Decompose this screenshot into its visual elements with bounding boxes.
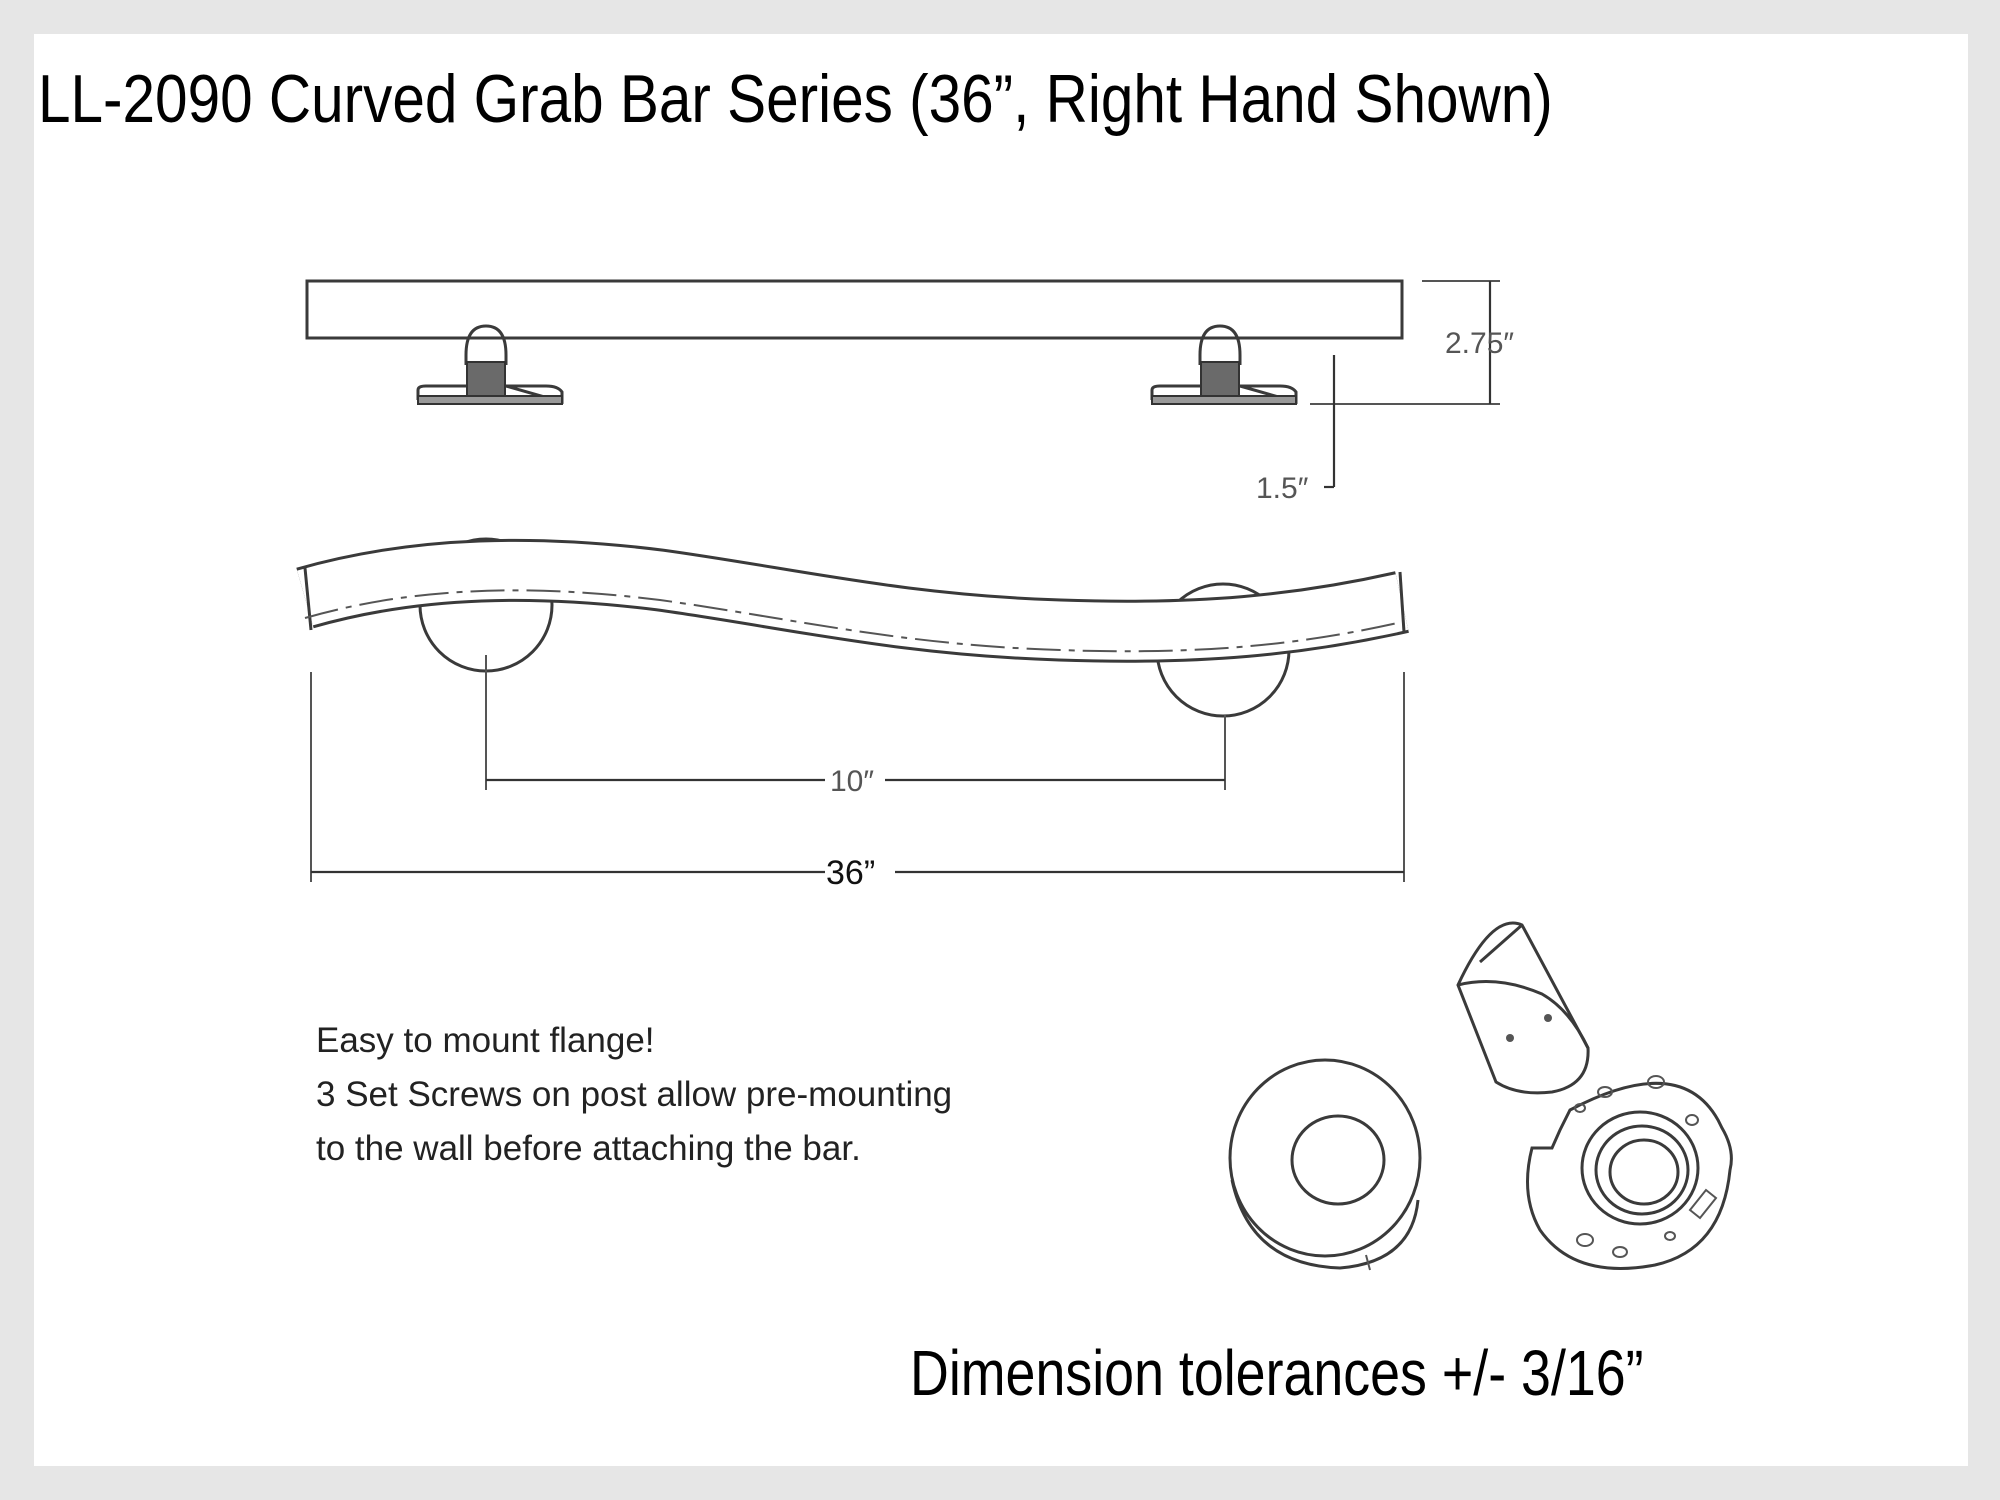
mounting-flange xyxy=(1526,1075,1733,1270)
front-view: 10″ 36” xyxy=(296,537,1409,892)
overall-length-dimension: 36” xyxy=(310,672,1405,892)
post-spacing-label: 10″ xyxy=(830,765,874,798)
curved-bar-front xyxy=(296,538,1409,663)
note-line-3: to the wall before attaching the bar. xyxy=(316,1129,861,1168)
page-title: LL-2090 Curved Grab Bar Series (36”, Rig… xyxy=(38,61,1553,137)
flange-depth-dimension: 1.5″ xyxy=(1256,355,1336,505)
drawing-sheet xyxy=(34,34,1968,1466)
side-view: 2.75″ 1.5″ xyxy=(305,279,1514,505)
flange-cover xyxy=(1228,1058,1422,1271)
post-cap xyxy=(1456,921,1590,1095)
left-post-side xyxy=(416,324,564,405)
post-spacing-dimension: 10″ xyxy=(486,765,1225,798)
overall-length-label: 36” xyxy=(826,854,875,892)
height-dimension-label: 2.75″ xyxy=(1445,327,1514,360)
note-line-2: 3 Set Screws on post allow pre-mounting xyxy=(316,1075,953,1114)
note-line-1: Easy to mount flange! xyxy=(316,1021,655,1060)
grab-bar-side xyxy=(305,279,1404,340)
height-dimension: 2.75″ xyxy=(1310,280,1514,405)
mounting-note: Easy to mount flange! 3 Set Screws on po… xyxy=(316,1014,952,1176)
tolerance-note: Dimension tolerances +/- 3/16” xyxy=(910,1337,1644,1409)
flange-depth-label: 1.5″ xyxy=(1256,472,1309,505)
right-post-side xyxy=(1150,324,1298,405)
